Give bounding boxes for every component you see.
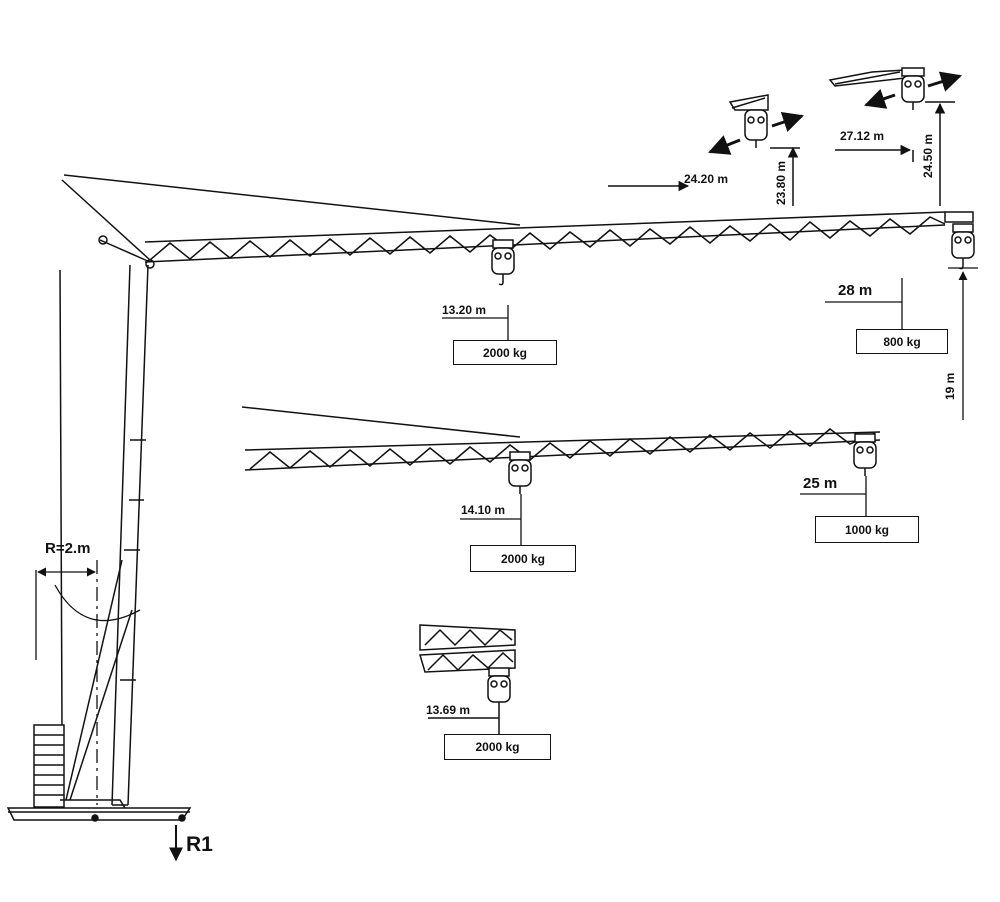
crane-base bbox=[6, 724, 192, 822]
luffed-view-1 bbox=[608, 94, 804, 206]
luffed-view-2 bbox=[828, 67, 963, 206]
top-height-23-80-label: 23.80 m bbox=[774, 160, 788, 205]
folded-jib bbox=[419, 624, 516, 738]
main-jib-dimensions bbox=[442, 267, 978, 420]
load-box-mid-tip: 1000 kg bbox=[815, 516, 919, 543]
load-box-fold-inner: 2000 kg bbox=[444, 734, 551, 760]
main-height-19-label: 19 m bbox=[943, 372, 957, 400]
top-radius-27-12-label: 27.12 m bbox=[840, 129, 885, 143]
hook-middle-inner bbox=[508, 451, 532, 494]
main-radius-13-20-label: 13.20 m bbox=[442, 303, 487, 317]
middle-jib-dimensions bbox=[460, 476, 867, 545]
top-radius-24-20-label: 24.20 m bbox=[684, 172, 729, 186]
hook-main-tip bbox=[951, 223, 975, 270]
crane-mast bbox=[59, 179, 151, 806]
hook-main-inner bbox=[491, 239, 515, 286]
main-jib bbox=[63, 174, 974, 269]
radius-label: R=2.m bbox=[45, 540, 91, 557]
fold-radius-13-69-label: 13.69 m bbox=[426, 703, 471, 717]
main-radius-28-label: 28 m bbox=[838, 282, 873, 299]
mid-radius-14-10-label: 14.10 m bbox=[461, 503, 506, 517]
middle-jib bbox=[241, 406, 881, 471]
mid-radius-25-label: 25 m bbox=[803, 475, 838, 492]
top-height-24-50-label: 24.50 m bbox=[921, 133, 935, 178]
load-box-mid-inner: 2000 kg bbox=[470, 545, 576, 572]
reaction-label: R1 bbox=[186, 833, 213, 856]
load-box-main-inner: 2000 kg bbox=[453, 340, 557, 365]
radius-dimension bbox=[35, 560, 141, 805]
hook-middle-tip bbox=[853, 433, 877, 476]
load-box-main-tip: 800 kg bbox=[856, 329, 948, 354]
